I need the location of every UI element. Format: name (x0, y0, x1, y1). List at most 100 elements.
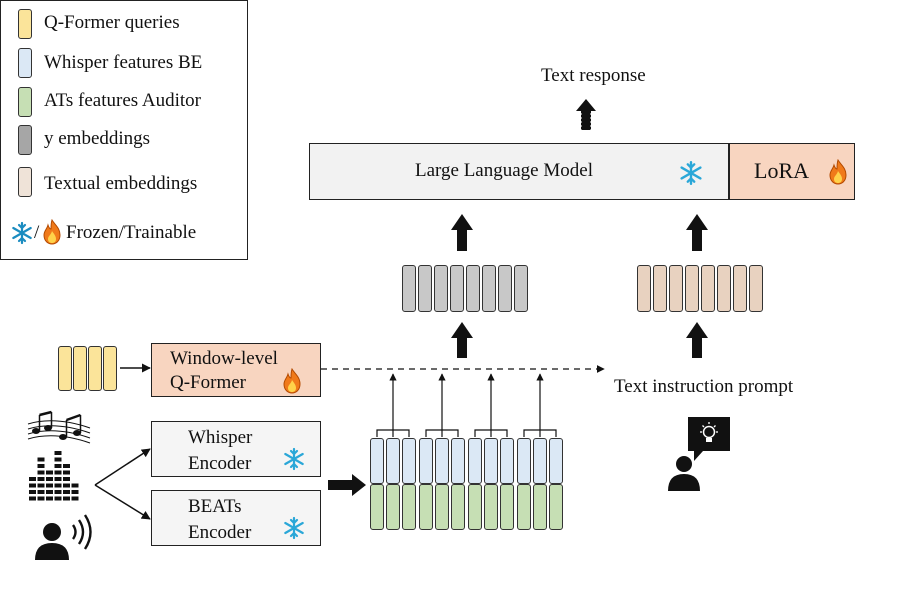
beats-feature-token (533, 484, 547, 530)
equalizer-bar-cell (63, 477, 70, 481)
text-embedding-token (701, 265, 715, 312)
audio-embedding-token (498, 265, 512, 312)
beats-feature-token (517, 484, 531, 530)
text-embedding-token (733, 265, 747, 312)
text-embedding-token (637, 265, 651, 312)
equalizer-bar-cell (37, 477, 45, 481)
query-token (73, 346, 87, 391)
audio-embedding-token (450, 265, 464, 312)
audio-embedding-token (402, 265, 416, 312)
equalizer-bar-cell (54, 483, 62, 488)
whisper-feature-token (451, 438, 465, 484)
equalizer-bar-cell (46, 470, 53, 475)
legend-label-queries: Q-Former queries (44, 12, 180, 33)
whisper-feature-token (484, 438, 498, 484)
equalizer-bar-cell (54, 457, 62, 462)
window-qformer-box: Window-level Q-Former (151, 343, 321, 397)
qformer-label-line2: Q-Former (170, 372, 246, 393)
equalizer-bar-cell (54, 477, 62, 481)
equalizer-bar-cell (29, 483, 36, 488)
whisper-feature-token (386, 438, 400, 484)
whisper-feature-token (468, 438, 482, 484)
equalizer-bar-cell (29, 490, 36, 494)
text-response-arrow (576, 99, 596, 130)
text-embedding-token (669, 265, 683, 312)
beats-encoder-box: BEATs Encoder (151, 490, 321, 546)
legend-swatch-beats (18, 87, 32, 117)
text-response-label: Text response (541, 65, 646, 86)
equalizer-bar-cell (54, 496, 62, 501)
llm-snowflake-icon (680, 160, 702, 186)
equalizer-bar-cell (37, 496, 45, 501)
legend: Q-Former queries Whisper features BE ATs… (0, 0, 248, 260)
text-embedding-token (653, 265, 667, 312)
whisper-encoder-box: Whisper Encoder (151, 421, 321, 477)
qformer-flame-icon (283, 368, 301, 394)
beats-feature-token (419, 484, 433, 530)
beats-encoder-line2: Encoder (188, 522, 252, 543)
audio-embedding-token (514, 265, 528, 312)
whisper-encoder-line1: Whisper (188, 427, 253, 448)
music-notes-icon (27, 410, 91, 444)
legend-label-frozen-trainable: Frozen/Trainable (66, 222, 197, 243)
arrow-prompt-to-text-tokens (686, 322, 708, 358)
beats-feature-token (484, 484, 498, 530)
legend-label-beats: ATs features Auditor (44, 90, 201, 111)
whisper-encoder-line2: Encoder (188, 453, 252, 474)
user-idea-icon (668, 417, 730, 491)
equalizer-bar-cell (46, 483, 53, 488)
legend-swatch-audio-embeddings (18, 125, 32, 155)
whisper-feature-token (500, 438, 514, 484)
legend-swatch-text-embeddings (18, 167, 32, 197)
lora-box: LoRA (729, 143, 855, 200)
whisper-feature-token (370, 438, 384, 484)
llm-box: Large Language Model (309, 143, 729, 200)
whisper-feature-token (549, 438, 563, 484)
equalizer-bar-cell (37, 457, 45, 462)
equalizer-bar-cell (46, 496, 53, 501)
equalizer-bar-cell (63, 496, 70, 501)
equalizer-bar-cell (54, 451, 62, 455)
beats-feature-token (370, 484, 384, 530)
text-instruction-label: Text instruction prompt (614, 376, 794, 397)
text-embedding-token (685, 265, 699, 312)
arrow-input-to-beats (94, 484, 151, 520)
beats-encoder-line1: BEATs (188, 496, 242, 517)
beats-feature-token (451, 484, 465, 530)
lora-flame-icon (829, 159, 847, 185)
query-token (103, 346, 117, 391)
legend-swatch-whisper (18, 48, 32, 78)
legend-label-whisper: Whisper features BE (44, 52, 203, 73)
equalizer-bar-cell (54, 464, 62, 468)
lora-label: LoRA (754, 158, 809, 183)
flame-icon (43, 219, 61, 245)
query-token (58, 346, 72, 391)
audio-embedding-token (466, 265, 480, 312)
whisper-feature-token (402, 438, 416, 484)
slash-separator: / (34, 222, 40, 243)
window-brackets (376, 429, 557, 437)
beats-feature-token (500, 484, 514, 530)
beats-snowflake-icon (284, 516, 304, 540)
beats-feature-token (468, 484, 482, 530)
equalizer-bar-cell (71, 490, 79, 494)
audio-embedding-token (434, 265, 448, 312)
equalizer-bar-cell (37, 490, 45, 494)
text-embedding-token (717, 265, 731, 312)
audio-embedding-token (482, 265, 496, 312)
equalizer-bar-cell (37, 483, 45, 488)
equalizer-bar-cell (29, 496, 36, 501)
whisper-snowflake-icon (284, 447, 304, 471)
qformer-label-line1: Window-level (170, 348, 278, 369)
equalizer-bar-cell (37, 470, 45, 475)
equalizer-bar-cell (46, 477, 53, 481)
beats-feature-token (435, 484, 449, 530)
equalizer-bar-cell (71, 496, 79, 501)
equalizer-bar-cell (46, 490, 53, 494)
equalizer-bar-cell (63, 490, 70, 494)
equalizer-bar-cell (63, 464, 70, 468)
equalizer-bar-cell (71, 483, 79, 488)
legend-label-text-embeddings: Textual embeddings (44, 173, 198, 194)
equalizer-bar-cell (63, 483, 70, 488)
